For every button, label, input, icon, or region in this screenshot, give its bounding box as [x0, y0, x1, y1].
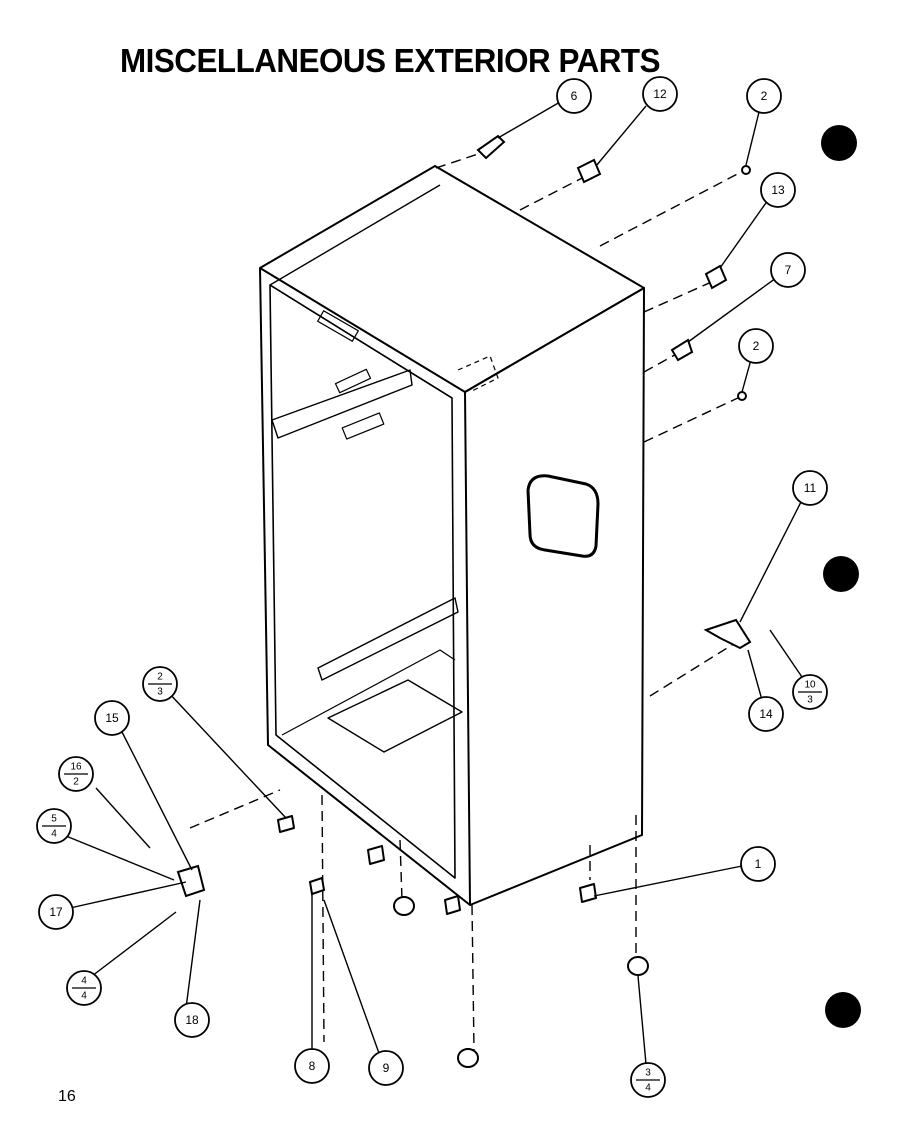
leg-right	[579, 883, 597, 903]
middle-vent-slot	[341, 412, 385, 440]
part-2b-shape	[737, 391, 747, 401]
callout-10-3-top: 10	[804, 680, 816, 691]
callout-1: 1	[755, 857, 762, 871]
callout-18: 18	[185, 1013, 199, 1027]
part-15-shape	[176, 864, 206, 898]
callout-4-4-bottom: 4	[81, 991, 87, 1002]
callout-16-2-bottom: 2	[73, 777, 79, 788]
callout-2-3-top: 2	[157, 672, 163, 683]
punch-hole-top	[821, 125, 857, 161]
punch-hole-middle	[823, 556, 859, 592]
callout-9: 9	[383, 1061, 390, 1075]
cabinet-front-frame	[259, 267, 471, 906]
cabinet-side	[464, 287, 645, 906]
cabinet-inner-opening	[269, 284, 456, 879]
upper-vent-slot	[334, 368, 372, 394]
punch-hole-bottom	[825, 992, 861, 1028]
callout-16-2-top: 16	[70, 762, 82, 773]
inner-back-top	[269, 184, 441, 286]
callout-3-4-bottom: 4	[645, 1083, 651, 1094]
part-12-shape	[576, 158, 602, 184]
part-2a-shape	[741, 165, 751, 175]
page-number: 16	[58, 1088, 76, 1105]
lower-shelf-ledge	[317, 597, 459, 681]
top-vent-slot	[317, 310, 359, 342]
callout-15: 15	[105, 711, 119, 725]
callout-17: 17	[49, 905, 63, 919]
callout-2-middle: 2	[753, 339, 760, 353]
callout-11: 11	[804, 481, 817, 495]
hinge-bracket-top	[457, 355, 499, 393]
callout-4-4-top: 4	[81, 976, 87, 987]
leg-center	[367, 845, 385, 865]
page-title: MISCELLANEOUS EXTERIOR PARTS	[120, 42, 661, 79]
callout-12: 12	[653, 87, 667, 101]
side-window	[526, 474, 600, 558]
upper-shelf-ledge	[271, 369, 413, 439]
roller-bottom	[457, 1048, 479, 1068]
callout-3-4-top: 3	[645, 1068, 651, 1079]
part-7-shape	[670, 338, 694, 362]
callout-2-top: 2	[761, 89, 768, 103]
callout-2-3-bottom: 3	[157, 687, 163, 698]
callout-13: 13	[771, 183, 785, 197]
floor-outline	[281, 649, 456, 736]
callout-10-3-bottom: 3	[807, 695, 813, 706]
leg-rear	[444, 895, 461, 915]
roller-right	[627, 956, 649, 976]
floor-panel	[327, 679, 463, 753]
callout-5-4-bottom: 4	[51, 829, 57, 840]
cabinet-top	[259, 165, 645, 393]
roller-center	[393, 896, 415, 916]
callout-8: 8	[309, 1059, 316, 1073]
leg-front-left	[277, 815, 295, 833]
part-6-shape	[476, 134, 506, 160]
callout-6: 6	[571, 89, 578, 103]
part-8-shape	[308, 876, 326, 896]
inner-top-edge	[269, 284, 453, 399]
callout-14: 14	[759, 707, 773, 721]
part-13-shape	[704, 264, 728, 290]
callout-7: 7	[785, 263, 792, 277]
part-11-shape	[703, 618, 752, 650]
callout-5-4-top: 5	[51, 814, 57, 825]
